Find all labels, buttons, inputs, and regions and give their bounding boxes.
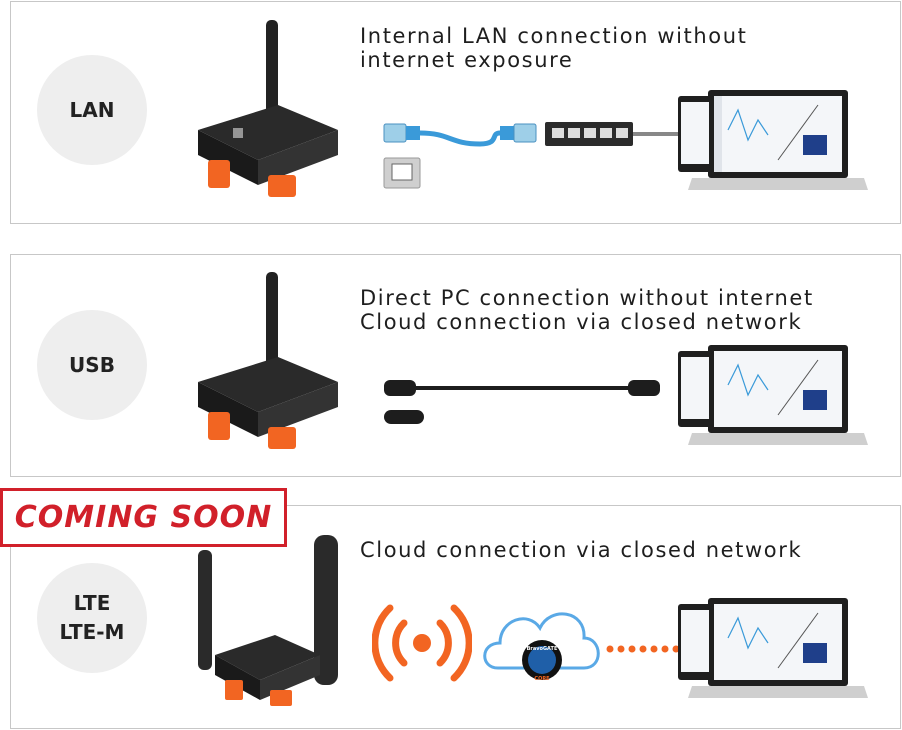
- lte-badge: LTE LTE-M: [37, 563, 147, 673]
- laptop-icon: [678, 345, 868, 445]
- gateway-device-icon: [198, 272, 338, 449]
- lan-badge: LAN: [37, 55, 147, 165]
- usb-caption-line-1: Direct PC connection without internet: [360, 286, 814, 310]
- coming-soon-text: COMING SOON: [14, 500, 273, 535]
- lte-m-label: LTE-M: [59, 620, 125, 644]
- gateway-device-icon: [198, 20, 338, 197]
- lte-gateway-device-icon: [198, 535, 338, 706]
- laptop-icon: [678, 90, 868, 190]
- lte-caption: Cloud connection via closed network: [360, 538, 802, 562]
- laptop-icon: [678, 598, 868, 698]
- lan-caption: Internal LAN connection without internet…: [360, 24, 747, 72]
- wireless-signal-icon: [372, 604, 472, 682]
- coming-soon-badge: COMING SOON: [0, 488, 287, 547]
- bravogate-logo-text: BravoGATE: [526, 646, 558, 652]
- lte-caption-line-1: Cloud connection via closed network: [360, 538, 803, 562]
- dotted-connection-line: [606, 645, 680, 653]
- usb-label: USB: [69, 352, 115, 377]
- lte-label: LTE: [73, 591, 111, 615]
- cloud-icon: [483, 612, 600, 680]
- lan-label: LAN: [69, 97, 115, 122]
- usb-caption-line-2: Cloud connection via closed network: [360, 310, 803, 334]
- lan-caption-line-1: Internal LAN connection without: [360, 24, 748, 48]
- usb-c-cable-icon: [384, 380, 660, 424]
- bravogate-logo-sub: CORE: [534, 676, 550, 682]
- usb-badge: USB: [37, 310, 147, 420]
- usb-caption: Direct PC connection without internet Cl…: [360, 286, 814, 334]
- lan-cable-icon: [383, 122, 680, 189]
- lan-caption-line-2: internet exposure: [360, 48, 574, 72]
